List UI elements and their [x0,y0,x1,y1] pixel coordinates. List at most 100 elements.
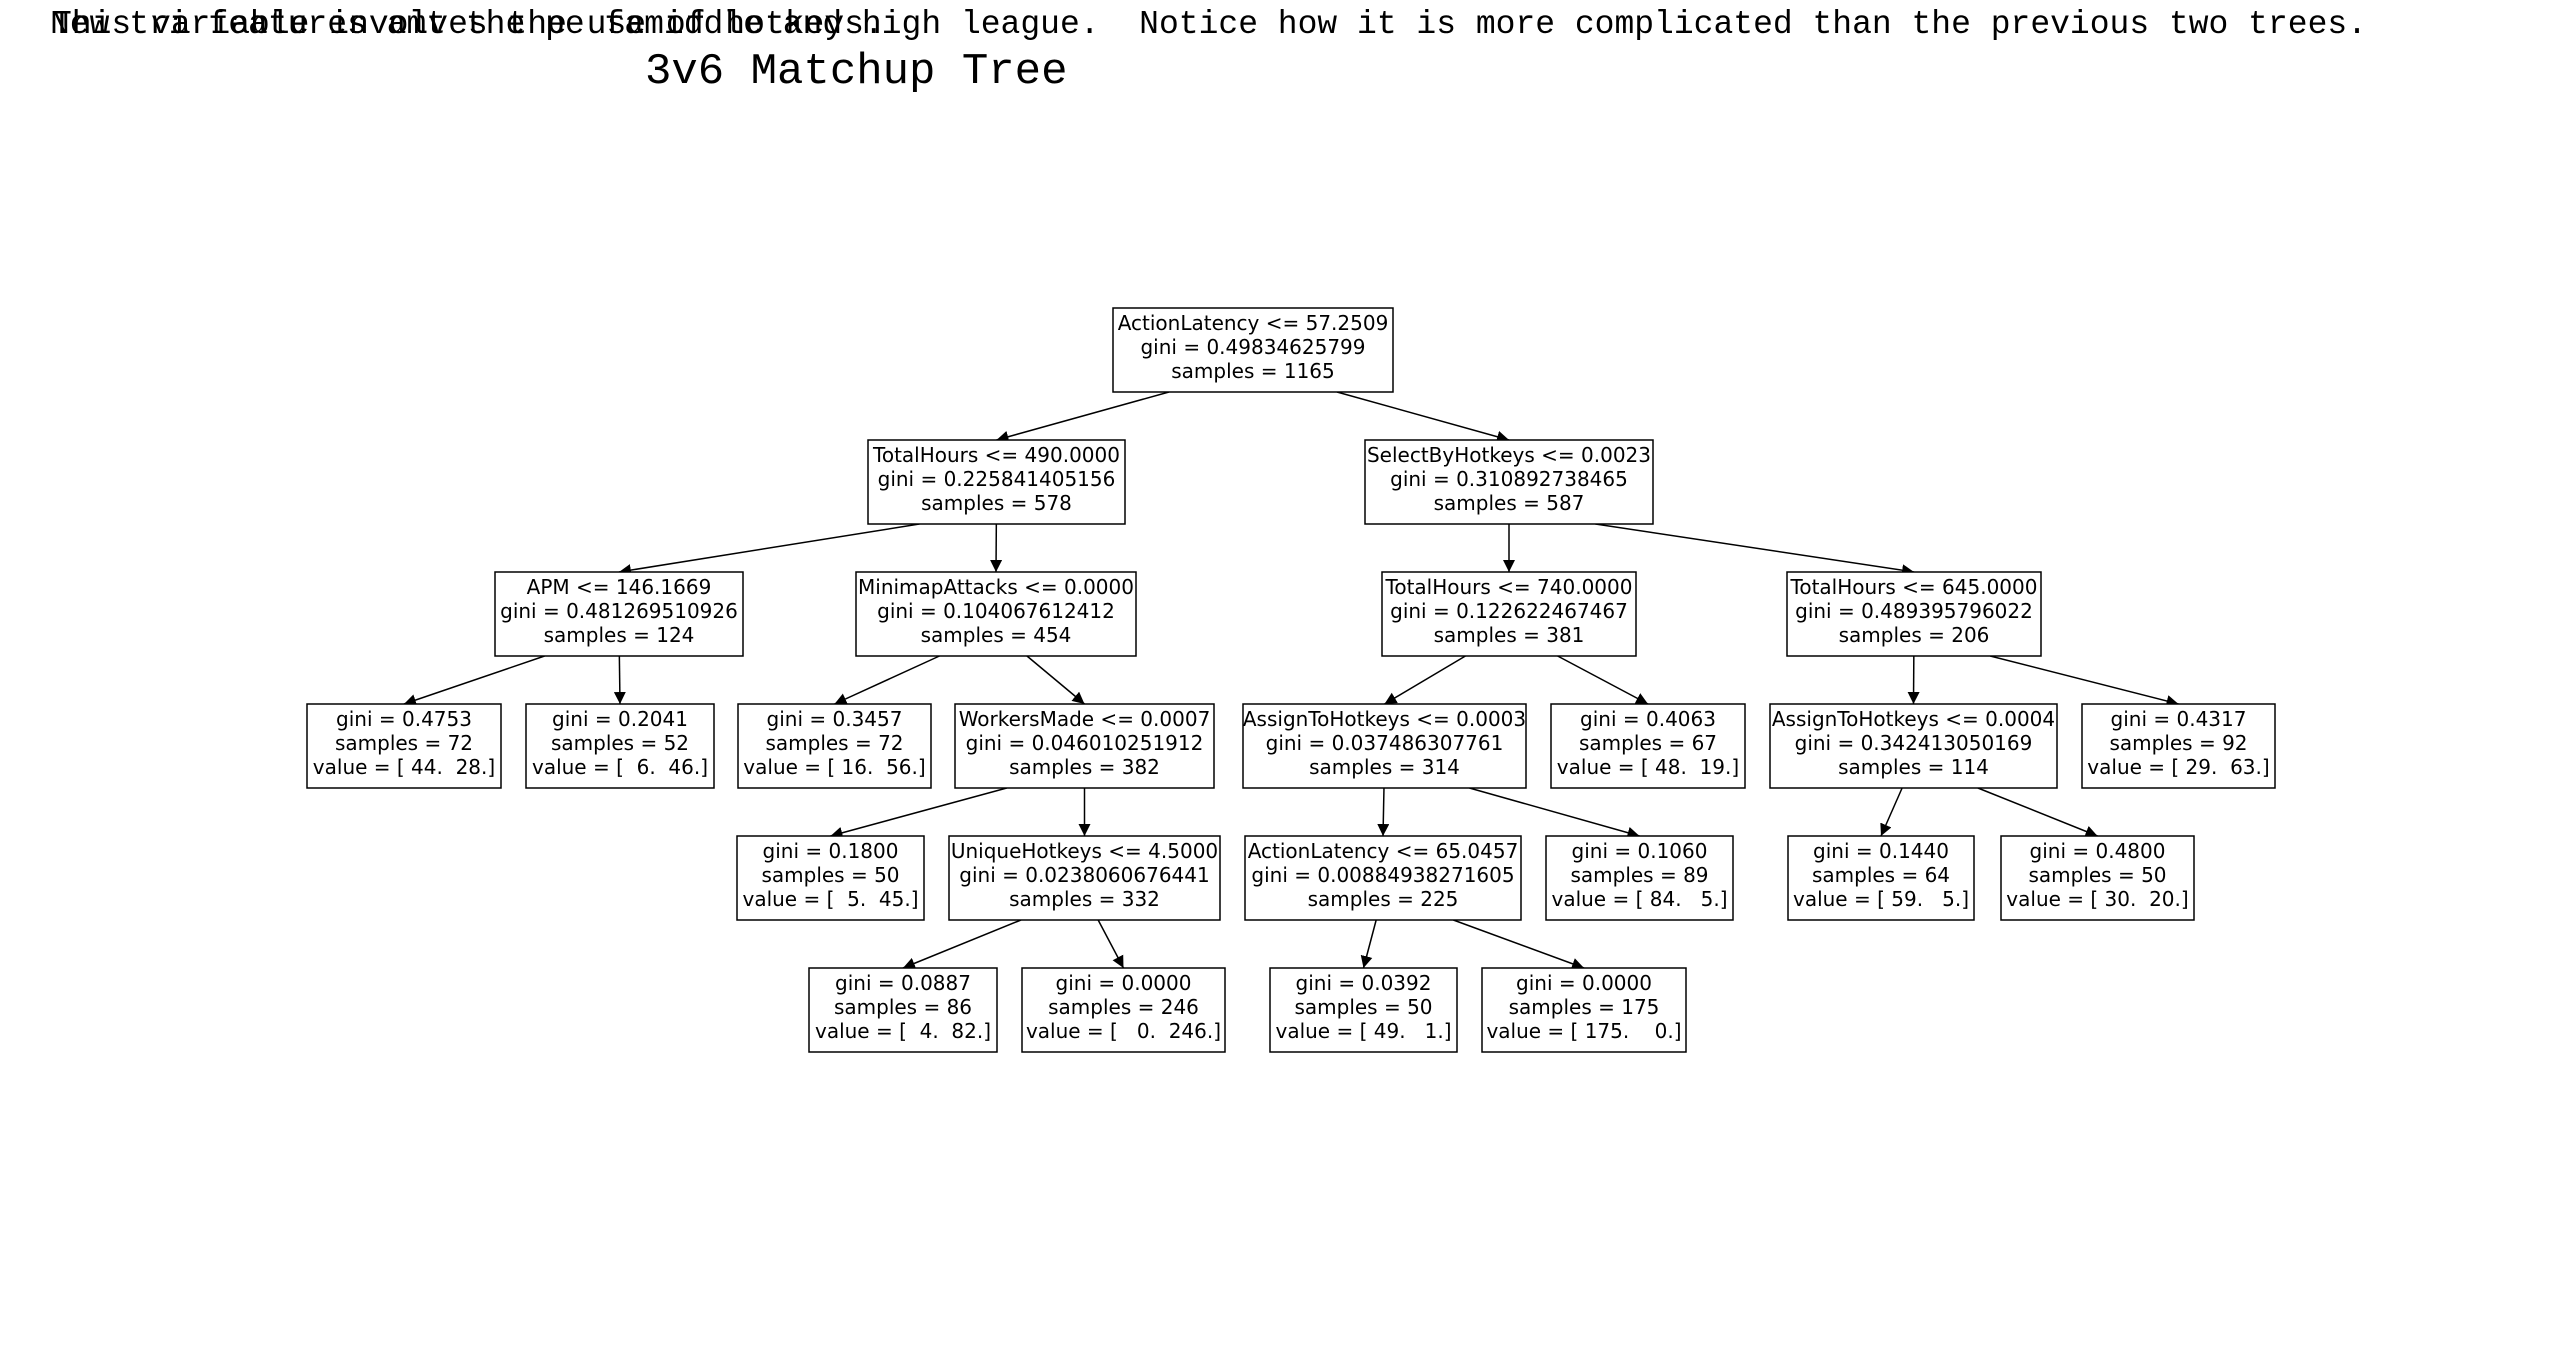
tree-node-box [1786,571,2042,657]
tree-node-label: samples = 454 [921,623,1072,647]
tree-node-label: samples = 225 [1308,887,1459,911]
tree-node-label: gini = 0.0887 [835,971,971,995]
tree-node-label: gini = 0.037486307761 [1266,731,1504,755]
tree-node-label: samples = 86 [834,995,972,1019]
edges-layer [403,391,2179,970]
tree-edge [1026,655,1085,705]
tree-node-label: gini = 0.481269510926 [500,599,738,623]
tree-node-label: gini = 0.00884938271605 [1251,863,1514,887]
tree-node-label: gini = 0.122622467467 [1390,599,1628,623]
tree-node-label: samples = 381 [1434,623,1585,647]
tree-node-label: gini = 0.489395796022 [1795,599,2033,623]
tree-node-label: value = [ 4. 82.] [815,1019,991,1043]
tree-node-label: gini = 0.4753 [336,707,472,731]
tree-node-label: APM <= 146.1669 [527,575,712,599]
tree-node-box [1545,835,1734,921]
tree-node-box [306,703,502,789]
tree-node-box [948,835,1221,921]
tree-node-label: gini = 0.4063 [1580,707,1716,731]
tree-node-label: value = [ 49. 1.] [1275,1019,1451,1043]
tree-node-label: value = [ 16. 56.] [743,755,925,779]
tree-node-label: TotalHours <= 490.0000 [872,443,1120,467]
tree-node-label: UniqueHotkeys <= 4.5000 [951,839,1218,863]
tree-node-label: samples = 64 [1812,863,1950,887]
tree-edge [1453,919,1585,970]
tree-node-box [1269,967,1458,1053]
tree-node-label: samples = 246 [1048,995,1199,1019]
tree-node-label: gini = 0.1800 [763,839,899,863]
tree-node-label: samples = 175 [1509,995,1660,1019]
caption-text-1: This variable involves the use of hotkey… [52,6,884,43]
tree-node-label: ActionLatency <= 57.2509 [1118,311,1389,335]
tree-node-box [867,439,1126,525]
tree-node-label: gini = 0.0238060676441 [959,863,1209,887]
tree-node-label: gini = 0.4800 [2030,839,2166,863]
tree-node-box [737,703,932,789]
chart-title: 3v6 Matchup Tree [645,47,1068,97]
tree-node-box [1242,703,1527,789]
tree-node-label: samples = 72 [765,731,903,755]
tree-node-label: samples = 92 [2109,731,2247,755]
tree-edge [403,655,545,706]
tree-edge [1336,391,1510,443]
tree-node-label: samples = 1165 [1171,359,1335,383]
tree-node-label: gini = 0.1440 [1813,839,1949,863]
tree-node-label: AssignToHotkeys <= 0.0004 [1772,707,2055,731]
tree-node-label: gini = 0.104067612412 [877,599,1115,623]
tree-node-box [525,703,715,789]
tree-node-label: value = [ 6. 46.] [532,755,708,779]
tree-node-box [1381,571,1637,657]
tree-node-box [1112,307,1394,393]
tree-node-label: samples = 382 [1009,755,1160,779]
tree-node-box [1769,703,2058,789]
tree-edge [902,919,1022,970]
caption-text-2: New tri features amt the pe famiddle and… [50,6,2367,43]
tree-node-label: samples = 72 [335,731,473,755]
tree-node-label: SelectByHotkeys <= 0.0023 [1367,443,1651,467]
tree-edge [1360,919,1377,969]
tree-edge [834,655,940,705]
tree-node-label: gini = 0.1060 [1572,839,1708,863]
tree-node-label: value = [ 175. 0.] [1486,1019,1681,1043]
tree-node-label: WorkersMade <= 0.0007 [959,707,1211,731]
tree-node-label: gini = 0.310892738465 [1390,467,1628,491]
tree-node-label: gini = 0.342413050169 [1795,731,2033,755]
tree-node-label: gini = 0.046010251912 [966,731,1204,755]
tree-node-label: samples = 332 [1009,887,1160,911]
tree-node-label: samples = 50 [761,863,899,887]
tree-edge [1595,523,1915,577]
tree-node-label: gini = 0.0392 [1296,971,1432,995]
tree-node-box [494,571,744,657]
tree-edge [618,523,920,577]
tree-node-label: value = [ 30. 20.] [2006,887,2188,911]
tree-node-label: value = [ 84. 5.] [1551,887,1727,911]
tree-node-box [736,835,925,921]
tree-node-label: samples = 50 [2028,863,2166,887]
tree-node-label: gini = 0.0000 [1056,971,1192,995]
tree-node-label: samples = 587 [1434,491,1585,515]
tree-node-box [1244,835,1522,921]
tree-edge [1097,919,1125,969]
tree-node-label: gini = 0.4317 [2111,707,2247,731]
tree-node-label: value = [ 29. 63.] [2087,755,2269,779]
tree-edge [996,391,1170,443]
tree-edge [1990,655,2179,707]
tree-node-label: samples = 114 [1838,755,1989,779]
